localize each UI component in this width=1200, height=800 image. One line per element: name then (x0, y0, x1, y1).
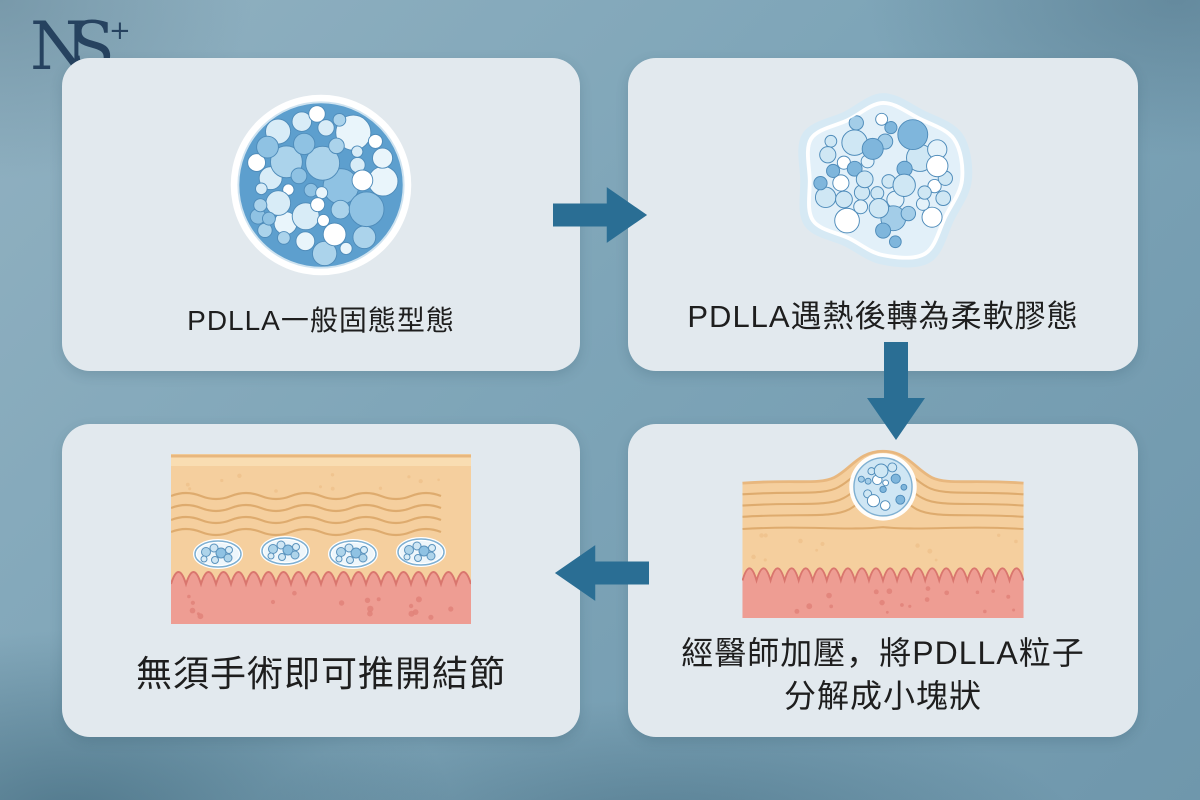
arrow-down-icon (867, 342, 925, 440)
logo-plus-sign: + (108, 16, 131, 46)
skin-bump-illustration (742, 449, 1024, 618)
brand-logo: NS+ (30, 14, 131, 80)
step-card-dispersed: 無須手術即可推開結節 (62, 424, 580, 737)
step-card-compression: 經醫師加壓，將PDLLA粒子 分解成小塊狀 (628, 424, 1138, 737)
skin-dispersed-illustration (171, 454, 471, 624)
step-2-caption: PDLLA遇熱後轉為柔軟膠態 (687, 299, 1079, 334)
pdlla-solid-sphere-illustration (230, 94, 412, 276)
step-1-caption: PDLLA一般固態型態 (187, 305, 455, 336)
step-3-caption-line-2: 分解成小塊狀 (783, 678, 982, 715)
step-card-gel-state: PDLLA遇熱後轉為柔軟膠態 (628, 58, 1138, 371)
pdlla-gel-blob-illustration (798, 93, 973, 268)
step-3-caption-line-1: 經醫師加壓，將PDLLA粒子 (681, 635, 1085, 671)
step-4-caption: 無須手術即可推開結節 (135, 653, 506, 694)
step-card-solid-state: PDLLA一般固態型態 (62, 58, 580, 371)
arrow-right-icon (553, 187, 648, 243)
step-3-caption: 經醫師加壓，將PDLLA粒子 分解成小塊狀 (681, 632, 1084, 718)
arrow-left-icon (554, 545, 649, 601)
